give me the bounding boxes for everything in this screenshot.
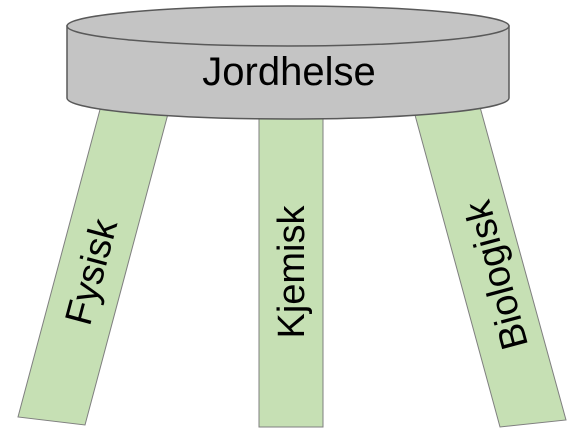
leg-middle: Kjemisk: [258, 101, 324, 428]
seat-body: [66, 25, 510, 120]
leg-right: Biologisk: [411, 95, 567, 428]
leg-middle-label: Kjemisk: [271, 204, 313, 338]
leg-middle-shape: [258, 101, 324, 428]
leg-left: Fysisk: [17, 101, 170, 426]
seat-top: [66, 5, 510, 47]
seat-label: Jordhelse: [202, 50, 375, 94]
seat: Jordhelse: [66, 5, 510, 120]
